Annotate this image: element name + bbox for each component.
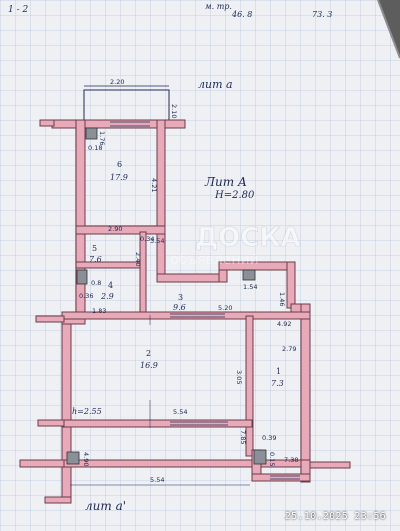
svg-text:7.38: 7.38 (284, 456, 298, 464)
svg-text:5.20: 5.20 (218, 304, 232, 312)
room-6-number: 6 (117, 160, 122, 169)
svg-text:2.40: 2.40 (134, 252, 142, 266)
watermark-brand: ДОСКА (195, 223, 301, 253)
room-5-number: 5 (92, 244, 97, 253)
top-left-note: 1 - 2 (8, 5, 28, 15)
svg-text:1.54: 1.54 (243, 283, 257, 291)
svg-text:1.76: 1.76 (98, 131, 106, 145)
svg-text:0.34: 0.34 (140, 235, 154, 243)
svg-text:2.90: 2.90 (108, 225, 122, 233)
walls (19, 119, 351, 504)
photo-timestamp: 25.10.2025 23:56 (284, 511, 386, 522)
dimension-lines (70, 315, 250, 486)
svg-text:0.39: 0.39 (262, 434, 276, 442)
svg-text:4.21: 4.21 (150, 178, 158, 192)
room-1-area: 7.3 (271, 379, 284, 388)
label-height: Н=2.80 (214, 190, 255, 201)
room-3-number: 3 (178, 293, 183, 302)
dimensions: 0.18 1.76 4.21 2.90 0.34 3.54 2.40 0.8 0… (72, 131, 298, 484)
svg-text:3.54: 3.54 (150, 237, 164, 245)
room-5-area: 7.6 (89, 255, 102, 264)
room-4-area: 2.9 (100, 292, 114, 301)
top-right-note-1: м. тр. (205, 2, 232, 11)
room-6-area: 17.9 (110, 173, 128, 182)
dim-top-width: 2.20 (110, 78, 124, 86)
label-top-annex: лит а (198, 78, 233, 91)
svg-text:0.18: 0.18 (88, 144, 102, 152)
svg-text:5.54: 5.54 (173, 408, 187, 416)
svg-text:4.90: 4.90 (82, 452, 90, 466)
room-2-number: 2 (146, 349, 151, 358)
svg-text:h=2.55: h=2.55 (72, 407, 102, 416)
svg-text:5.54: 5.54 (150, 476, 164, 484)
svg-text:2.79: 2.79 (282, 345, 296, 353)
svg-text:0.36: 0.36 (79, 292, 93, 300)
svg-text:1.83: 1.83 (92, 307, 106, 315)
room-3-area: 9.6 (173, 303, 186, 312)
svg-text:0.15: 0.15 (268, 452, 276, 466)
room-2-area: 16.9 (140, 361, 158, 370)
room-1-number: 1 (276, 367, 281, 376)
dim-top-side: 2.10 (170, 104, 178, 118)
svg-text:7.85: 7.85 (239, 430, 247, 444)
windows (110, 121, 300, 480)
top-right-note-2: 46. 8 (231, 10, 252, 19)
top-right-note-3: 73. 3 (312, 10, 332, 19)
svg-text:4.92: 4.92 (277, 320, 291, 328)
svg-text:3.05: 3.05 (235, 370, 243, 384)
watermark-caption: объявлений (170, 252, 259, 268)
svg-text:0.8: 0.8 (91, 279, 101, 287)
label-main: Лит А (204, 175, 247, 189)
stoves (66, 127, 267, 465)
room-4-number: 4 (108, 281, 113, 290)
svg-text:1.46: 1.46 (278, 292, 286, 306)
label-bottom-annex: лит а' (85, 499, 126, 513)
